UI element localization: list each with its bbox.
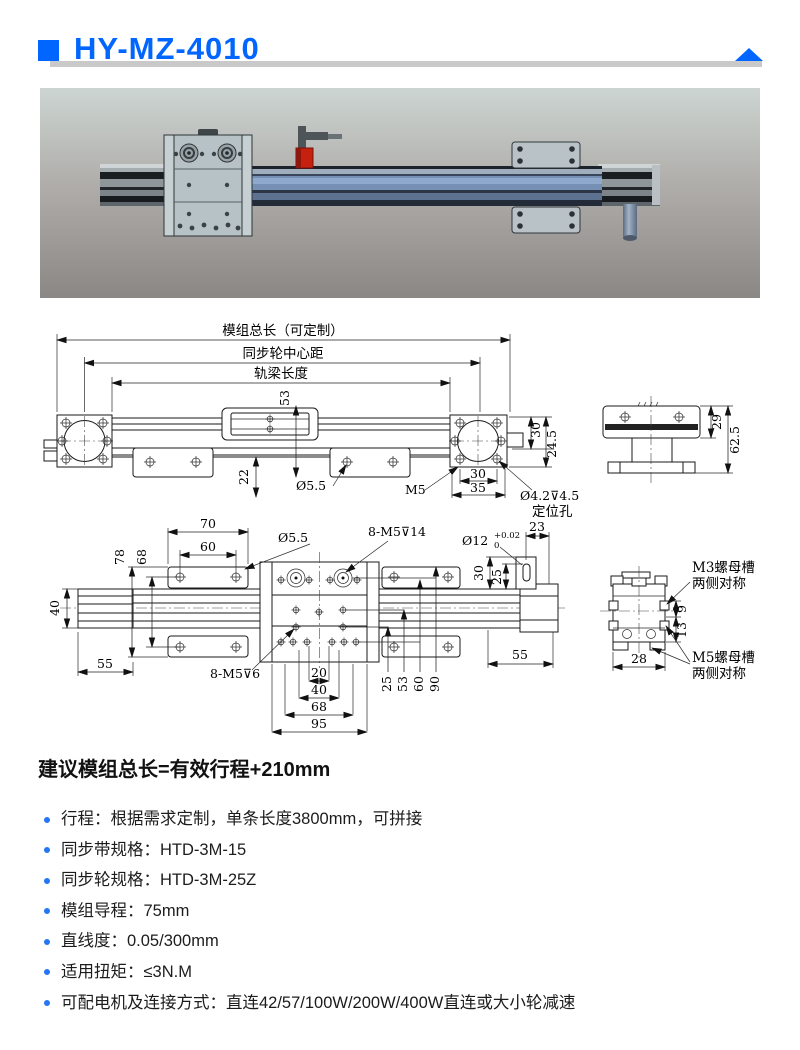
dim-b20: 20: [311, 665, 327, 680]
dim-pos-hole-name: 定位孔: [532, 504, 573, 520]
dim-b40: 40: [311, 682, 327, 697]
page-header: HY-MZ-4010: [0, 0, 800, 80]
label-m5-slot-sym: 两侧对称: [692, 666, 746, 682]
front-view-geometry: [43, 334, 552, 499]
dim-dia-5-5-top: Ø5.5: [278, 530, 308, 545]
dim-30-top: 30: [471, 565, 486, 581]
side-view: 29 62.5: [602, 396, 742, 483]
dim-30-right: 30: [528, 422, 543, 438]
dim-label-pulley-cc: 同步轮中心距: [243, 346, 324, 362]
photo-geometry: [40, 88, 760, 298]
dim-68: 68: [134, 549, 149, 565]
dim-55-left: 55: [97, 656, 113, 671]
technical-drawing: 模组总长（可定制） 同步轮中心距 轨梁长度 53 30 24.5 22 Ø5.5…: [43, 323, 755, 736]
dim-40: 40: [47, 600, 62, 616]
profile-section-geometry: [600, 566, 691, 671]
right-rail: [598, 164, 660, 206]
page-title: HY-MZ-4010: [74, 31, 260, 66]
dim-30-bottom: 30: [470, 466, 486, 481]
spec-item-pulley: 同步轮规格：HTD-3M-25Z: [38, 865, 768, 896]
left-rail: [100, 164, 168, 206]
top-view: 70 60 78 68 40 55 Ø5.5 8-M5⊽14 Ø12 +0.02…: [47, 516, 568, 736]
dim-dia-12: Ø12: [462, 533, 488, 548]
dim-9: 9: [674, 605, 689, 613]
spec-item-torque: 适用扭矩：≤3N.M: [38, 957, 768, 988]
spec-list: 行程：根据需求定制，单条长度3800mm，可拼接 同步带规格：HTD-3M-15…: [38, 804, 768, 1018]
dim-55-right: 55: [512, 647, 528, 662]
notes-heading: 建议模组总长=有效行程+210mm: [38, 759, 331, 781]
dim-8-m5-14: 8-M5⊽14: [368, 524, 426, 539]
spec-item-stroke: 行程：根据需求定制，单条长度3800mm，可拼接: [38, 804, 768, 835]
dim-60: 60: [200, 539, 216, 554]
dim-b95: 95: [311, 716, 327, 731]
dim-v60: 60: [411, 676, 426, 692]
dim-29: 29: [709, 414, 724, 430]
top-view-geometry: [60, 528, 568, 736]
label-m5-slot: M5螺母槽: [692, 650, 755, 666]
cylinder-pin: [623, 204, 637, 241]
dim-label-rail-len: 轨梁长度: [254, 366, 308, 382]
dim-pos-hole: Ø4.2⊽4.5: [520, 488, 579, 503]
dim-tol-plus: +0.02: [494, 531, 520, 541]
dim-62-5: 62.5: [727, 426, 742, 454]
front-view: 模组总长（可定制） 同步轮中心距 轨梁长度 53 30 24.5 22 Ø5.5…: [43, 323, 579, 520]
profile-section: M3螺母槽 两侧对称 M5螺母槽 两侧对称 9 13 28: [600, 560, 755, 682]
dim-13: 13: [674, 622, 689, 638]
carriage: [163, 129, 253, 237]
spec-notes: 建议模组总长=有效行程+210mm 行程：根据需求定制，单条长度3800mm，可…: [38, 753, 768, 1018]
dim-23: 23: [529, 519, 545, 534]
mount-bracket: [511, 141, 581, 234]
dim-m5: M5: [405, 482, 426, 497]
dim-v25: 25: [379, 676, 394, 692]
accent-square-icon: [38, 40, 59, 61]
dim-b68: 68: [311, 699, 327, 714]
dim-v53: 53: [395, 676, 410, 692]
sensor: [295, 126, 342, 169]
triangle-up-icon[interactable]: [735, 48, 763, 61]
spec-item-motor: 可配电机及连接方式：直连42/57/100W/200W/400W直连或大小轮减速: [38, 988, 768, 1019]
label-m3-slot-sym: 两侧对称: [692, 576, 746, 592]
dim-22: 22: [236, 469, 251, 485]
dim-78: 78: [112, 549, 127, 565]
label-m3-slot: M3螺母槽: [692, 560, 755, 576]
spec-item-straightness: 直线度：0.05/300mm: [38, 926, 768, 957]
product-photo: [40, 88, 760, 298]
dim-24-5: 24.5: [544, 430, 559, 458]
dim-70: 70: [200, 516, 216, 531]
spec-item-lead: 模组导程：75mm: [38, 896, 768, 927]
dim-tol-zero: 0: [494, 541, 499, 551]
beam: [245, 166, 602, 206]
side-view-geometry: [602, 396, 733, 483]
dim-28: 28: [631, 651, 647, 666]
dim-53: 53: [277, 390, 292, 406]
header-rule: [50, 61, 762, 67]
product-photo-render: [40, 88, 760, 298]
dim-25-top: 25: [489, 569, 504, 585]
dim-35: 35: [470, 480, 486, 495]
dim-8-m5-6: 8-M5⊽6: [210, 666, 260, 681]
dim-dia-5-5: Ø5.5: [296, 478, 326, 493]
dim-v90: 90: [427, 676, 442, 692]
spec-item-belt: 同步带规格：HTD-3M-15: [38, 835, 768, 866]
dim-label-total: 模组总长（可定制）: [222, 323, 344, 339]
